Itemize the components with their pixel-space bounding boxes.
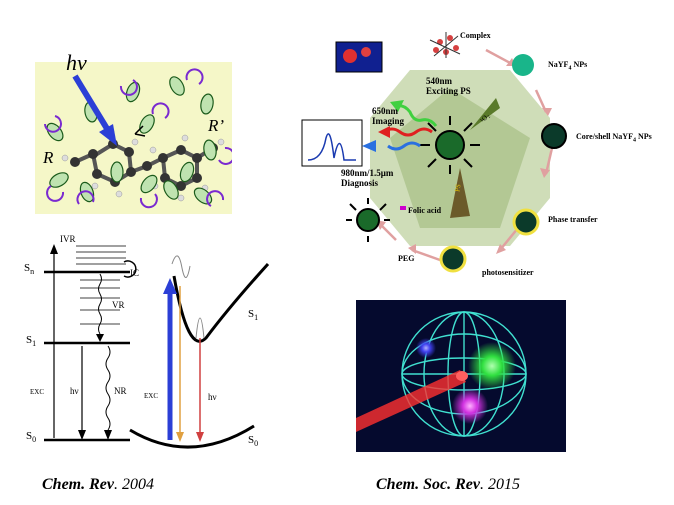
ivr-label: IVR [60,234,76,244]
vr-label: VR [112,300,125,310]
folic-acid-label: Folic acid [408,206,442,215]
peg-label: PEG [398,254,415,263]
sphere-image [356,300,566,452]
laser-beam [356,370,466,432]
right-s1-label: S1 [248,308,259,323]
right-s0-label: S0 [248,434,259,449]
ps-label: PS [453,183,463,193]
nayf4-label: NaYF4 NPs [548,60,588,72]
r-prime-label: R’ [208,116,225,135]
right-citation: Chem. Soc. Rev. 2015 [376,476,520,493]
hv-label: hν [66,50,87,75]
right-hv-label: hν [208,392,217,402]
r-label: R [43,148,54,167]
hv-small-label: hν [70,386,79,396]
complex-label: Complex [460,31,491,40]
exc-label: EXC [30,388,44,396]
s0-curve [129,424,255,449]
phase-transfer-label: Phase transfer [548,215,598,224]
molecule-figure [44,68,232,209]
nr-label: NR [114,386,127,396]
spectrum-inset [301,119,363,167]
s1-curve [172,262,270,343]
left-citation: Chem. Rev. 2004 [42,476,154,493]
cycle-diagram [301,32,567,273]
sn-label: Sn [24,262,35,277]
energy-diagram [44,244,270,449]
coreshell-label: Core/shell NaYF4 NPs [576,132,652,144]
rotation-arrows [44,68,232,209]
s1-label: S1 [26,334,37,349]
right-exc-label: EXC [144,392,158,400]
photosensitizer-label: photosensitizer [482,268,534,277]
ps-wedge [450,168,470,218]
imaging-thumb [335,41,383,73]
ic-label: IC [130,268,139,278]
nps [356,54,567,273]
s0-label: S0 [26,430,37,445]
oxygen-wedge [470,98,500,130]
solvent-ellipses [46,76,217,205]
